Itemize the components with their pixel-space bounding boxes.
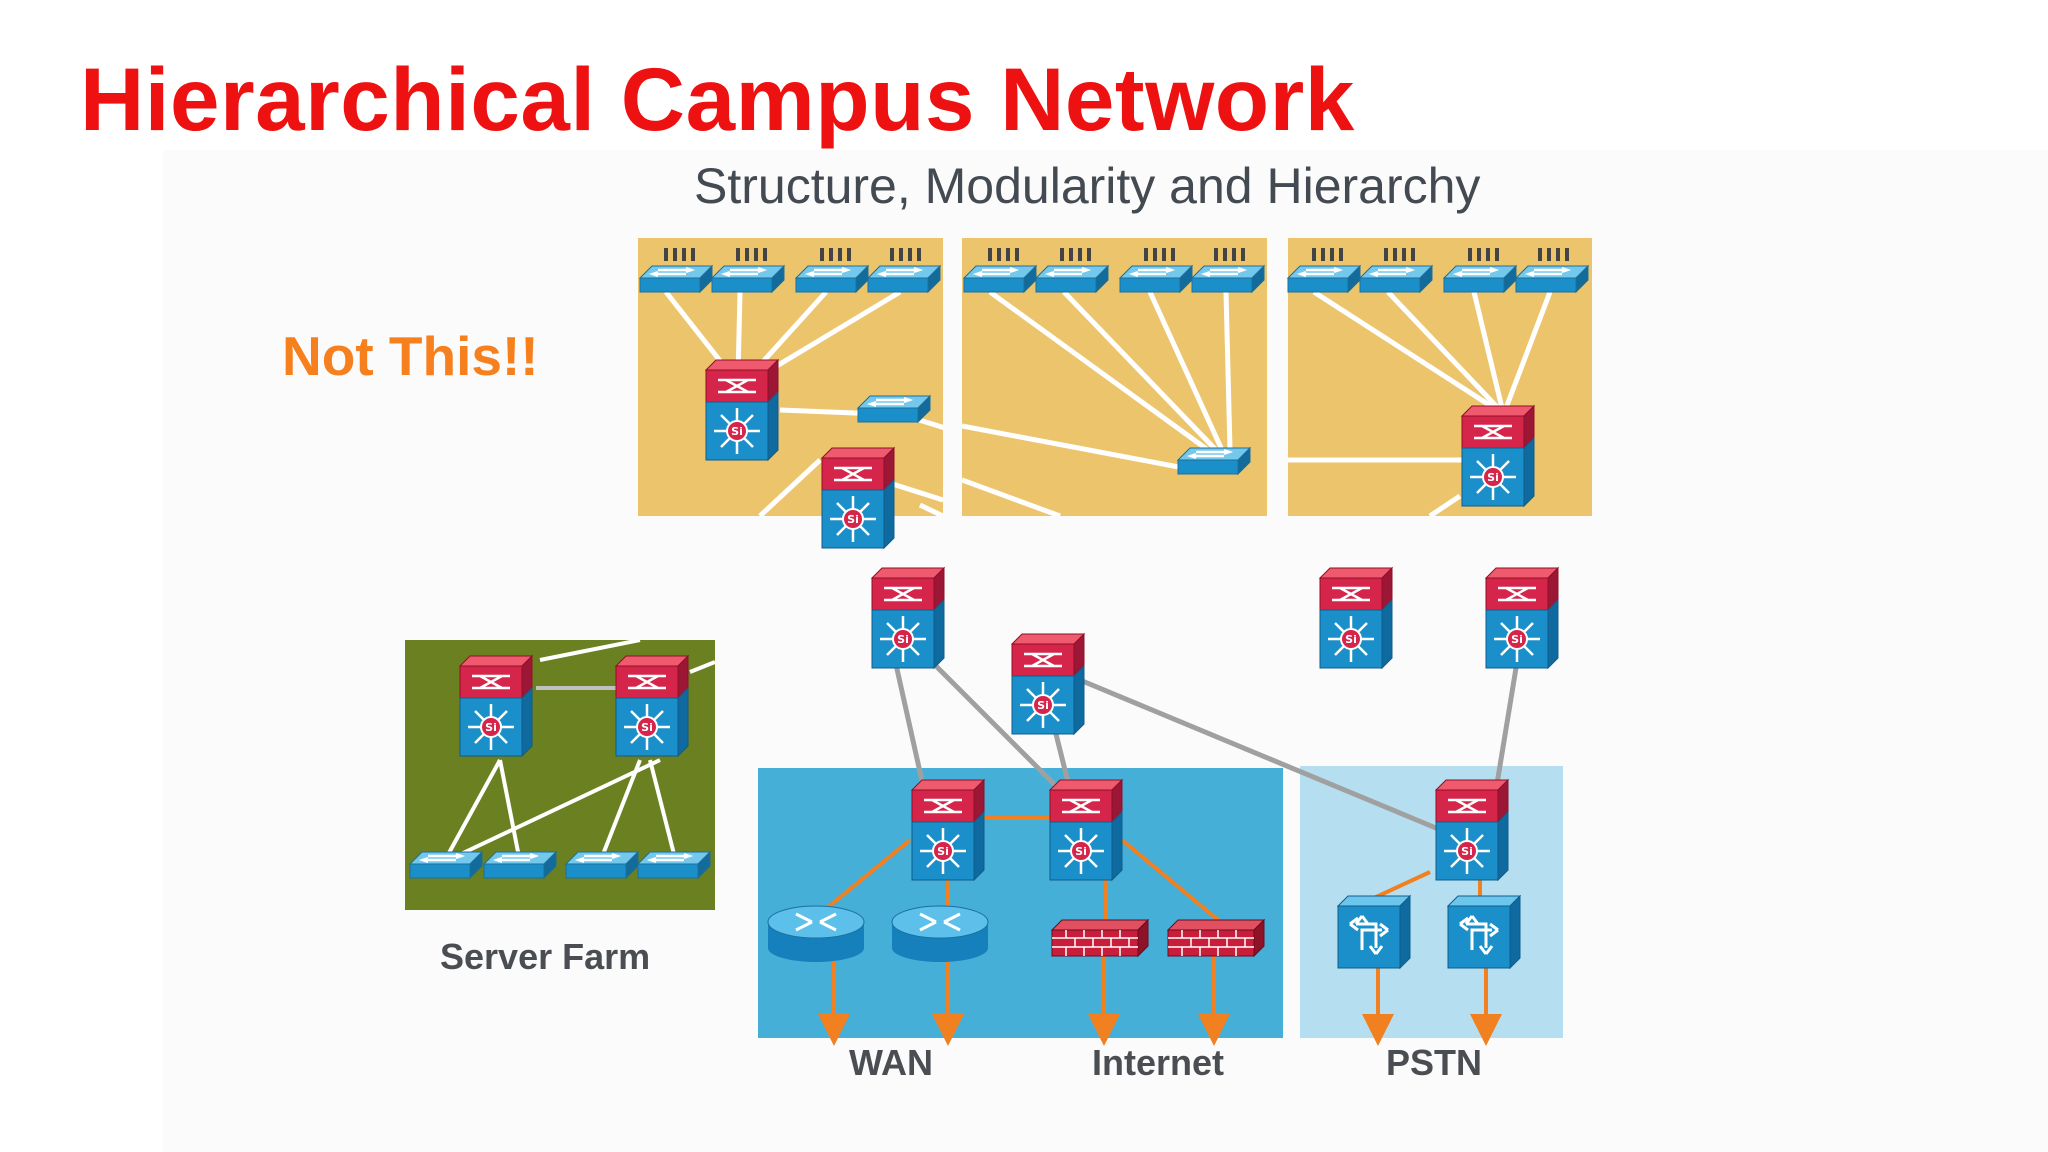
- wan-router-1-icon: [766, 904, 866, 964]
- si-label: Si: [1487, 471, 1499, 484]
- pstn-label: PSTN: [1386, 1042, 1483, 1083]
- firewall-1-icon: [1051, 919, 1149, 957]
- server-access-switch-2: [482, 850, 558, 880]
- enterprise-edge-block: [758, 768, 1283, 1038]
- si-label: Si: [1037, 699, 1049, 712]
- server-farm-switch-b: [614, 654, 690, 758]
- voice-gateway-2-icon: [1446, 894, 1522, 970]
- si-label: Si: [1511, 633, 1523, 646]
- si-label: Si: [731, 425, 743, 438]
- building-1-distribution-switch-b: [820, 446, 896, 550]
- si-label: Si: [1075, 845, 1087, 858]
- firewall-2-icon: [1167, 919, 1265, 957]
- edge-switch-wan: [910, 778, 986, 882]
- server-access-switch-1: [408, 850, 484, 880]
- server-farm-label: Server Farm: [440, 936, 651, 977]
- core-switch-4: [1484, 566, 1560, 670]
- core-links: [892, 658, 1519, 841]
- si-label: Si: [1345, 633, 1357, 646]
- building-3-distribution-switch: [1460, 404, 1536, 508]
- internet-label: Internet: [1092, 1042, 1225, 1083]
- core-switch-1: [870, 566, 946, 670]
- si-label: Si: [1461, 845, 1473, 858]
- si-label: Si: [641, 721, 653, 734]
- core-switch-3: [1318, 566, 1394, 670]
- core-switch-2: [1010, 632, 1086, 736]
- not-this-callout: Not This!!: [282, 325, 539, 387]
- slide-subtitle: Structure, Modularity and Hierarchy: [694, 158, 1481, 214]
- server-farm-links: [442, 640, 715, 864]
- si-label: Si: [847, 513, 859, 526]
- server-farm-switch-a: [458, 654, 534, 758]
- slide-title: Hierarchical Campus Network: [80, 49, 1355, 149]
- si-label: Si: [897, 633, 909, 646]
- si-label: Si: [485, 721, 497, 734]
- si-label: Si: [937, 845, 949, 858]
- edge-switch-pstn: [1434, 778, 1510, 882]
- edge-switch-internet: [1048, 778, 1124, 882]
- server-access-switch-3: [564, 850, 640, 880]
- building-1-distribution-switch-a: [704, 358, 780, 462]
- wan-router-2-icon: [890, 904, 990, 964]
- pstn-block: [1300, 766, 1563, 1038]
- building-1-access-switch: [856, 394, 932, 424]
- server-access-switch-4: [636, 850, 712, 880]
- edge-links: [818, 816, 1502, 1046]
- building-2-access-switch: [1176, 446, 1252, 476]
- voice-gateway-1-icon: [1336, 894, 1412, 970]
- wan-label: WAN: [849, 1042, 933, 1083]
